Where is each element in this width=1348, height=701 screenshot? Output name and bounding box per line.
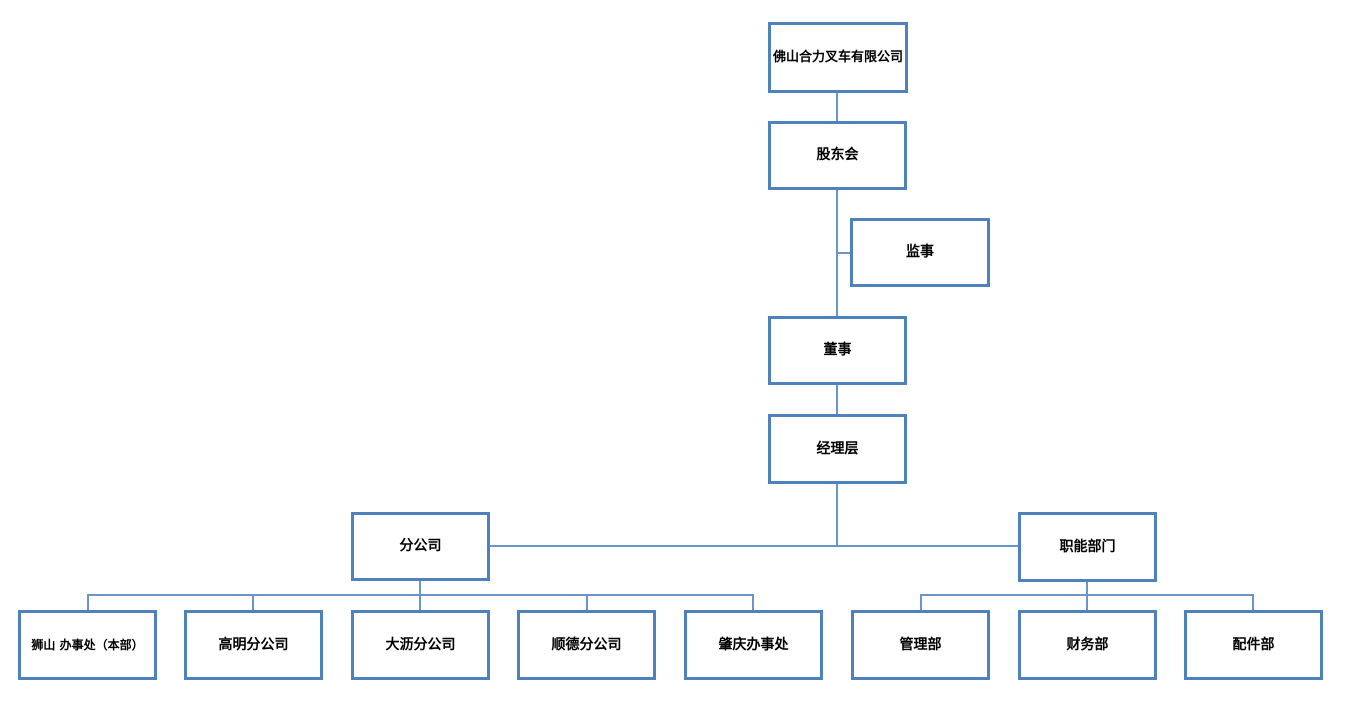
org-node-functional-departments: 职能部门 [1018,512,1157,582]
org-node-label-directors: 董事 [823,342,852,359]
org-node-label-management: 经理层 [816,440,859,457]
connector-line-v-shareholders-to-directors [836,190,838,316]
org-node-label-shishan-office: 狮山 办事处（本部） [31,637,144,652]
connector-line-v-management-drop [836,484,838,546]
org-node-label-gaoming-branch: 高明分公司 [218,636,289,653]
org-node-label-shunde-branch: 顺德分公司 [551,636,622,653]
org-node-branch-companies: 分公司 [351,512,490,581]
connector-line-h-stub-supervisor [838,252,852,254]
org-node-shunde-branch: 顺德分公司 [517,610,656,680]
org-node-shishan-office: 狮山 办事处（本部） [18,610,157,680]
org-node-label-zhaoqing-office: 肇庆办事处 [718,636,789,653]
org-node-label-functional-departments: 职能部门 [1059,538,1116,555]
connector-line-v-stub-dali [419,594,421,610]
org-node-label-supervisor: 监事 [906,244,934,261]
org-node-dali-branch: 大沥分公司 [351,610,490,680]
org-node-shareholders-meeting: 股东会 [768,121,907,190]
connector-line-h-mid-branch-functional [490,545,1018,547]
org-node-company: 佛山合力叉车有限公司 [768,22,908,93]
org-node-directors: 董事 [768,316,907,385]
org-node-management-dept: 管理部 [851,610,990,680]
org-node-gaoming-branch: 高明分公司 [184,610,323,680]
org-node-management: 经理层 [768,414,907,484]
org-node-finance-dept: 财务部 [1018,610,1157,680]
connector-line-v-stub-finance-dept [1086,594,1088,610]
connector-line-v-branch-drop [419,581,421,595]
org-node-label-finance-dept: 财务部 [1066,636,1109,653]
org-node-label-company: 佛山合力叉车有限公司 [772,49,903,65]
connector-line-v-stub-zhaoqing [752,594,754,610]
org-node-label-management-dept: 管理部 [899,636,942,653]
org-node-label-parts-dept: 配件部 [1232,636,1275,653]
connector-line-v-directors-to-management [836,385,838,414]
connector-line-v-stub-parts-dept [1252,594,1254,610]
org-node-zhaoqing-office: 肇庆办事处 [684,610,823,680]
connector-line-v-stub-shunde [586,594,588,610]
connector-line-v-functional-drop [1086,582,1088,595]
connector-line-v-stub-gaoming [252,594,254,610]
connector-line-v-company-to-shareholders [836,93,838,121]
org-node-label-branch-companies: 分公司 [399,538,442,555]
org-node-label-dali-branch: 大沥分公司 [385,636,456,653]
org-node-supervisor: 监事 [850,218,990,287]
org-node-parts-dept: 配件部 [1184,610,1323,680]
org-node-label-shareholders-meeting: 股东会 [816,147,859,164]
connector-line-v-stub-management-dept [920,594,922,610]
connector-line-v-stub-shishan [87,594,89,610]
